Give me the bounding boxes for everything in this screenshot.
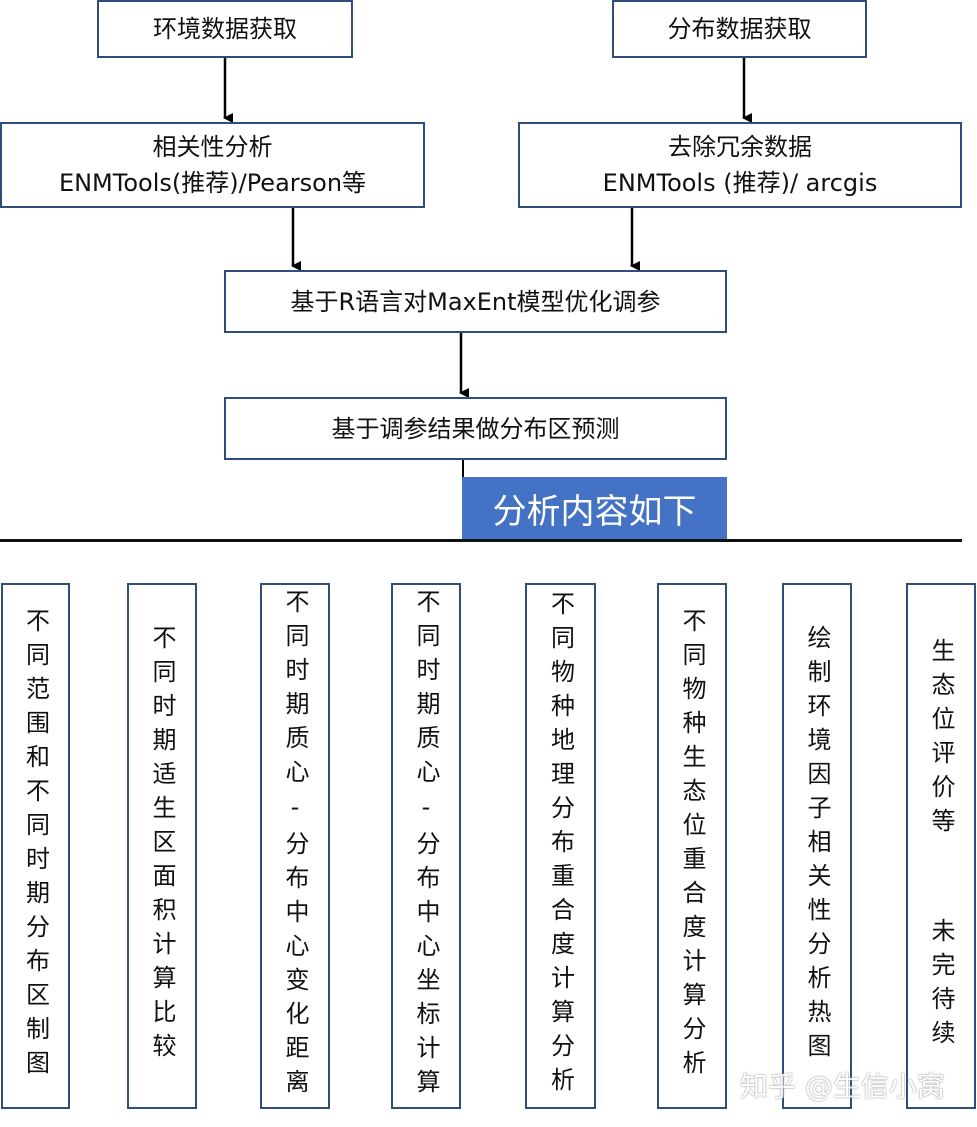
- analysis-text-5: 不同物种地理分布重合度计算分析: [546, 591, 575, 1101]
- analysis-box-6: 不同物种生态位重合度计算分析: [657, 583, 727, 1109]
- analysis-text-4: 不同时期质心-分布中心坐标计算: [412, 589, 440, 1103]
- analysis-box-2: 不同时期适生区面积计算比较: [127, 583, 197, 1109]
- dist-data-box: 分布数据获取: [612, 0, 867, 58]
- analysis-text-7: 绘制环境因子相关性分析热图: [803, 625, 831, 1067]
- analysis-box-5: 不同物种地理分布重合度计算分析: [525, 583, 596, 1109]
- dist-data-label: 分布数据获取: [667, 15, 812, 43]
- banner-label: 分析内容如下: [492, 492, 697, 532]
- analysis-box-4: 不同时期质心-分布中心坐标计算: [391, 583, 461, 1109]
- analysis-box-3: 不同时期质心-分布中心变化距离: [260, 583, 330, 1109]
- analysis-text-2: 不同时期适生区面积计算比较: [148, 625, 176, 1067]
- dedup-box: 去除冗余数据 ENMTools (推荐)/ arcgis: [518, 122, 962, 208]
- correlation-tools: ENMTools(推荐)/Pearson等: [58, 169, 367, 197]
- env-data-box: 环境数据获取: [97, 0, 353, 58]
- analysis-box-1: 不同范围和不同时期分布区制图: [1, 583, 70, 1109]
- prediction-label: 基于调参结果做分布区预测: [331, 414, 620, 443]
- correlation-title: 相关性分析: [152, 133, 273, 161]
- analysis-text-8: 生态位评价等 未完待续: [927, 638, 955, 1054]
- analysis-box-7: 绘制环境因子相关性分析热图: [782, 583, 852, 1109]
- analysis-text-3: 不同时期质心-分布中心变化距离: [281, 589, 309, 1103]
- analysis-box-8: 生态位评价等 未完待续: [906, 583, 976, 1109]
- section-divider: [0, 539, 962, 542]
- analysis-text-6: 不同物种生态位重合度计算分析: [678, 608, 706, 1084]
- dedup-title: 去除冗余数据: [668, 133, 812, 161]
- env-data-label: 环境数据获取: [153, 15, 297, 43]
- prediction-box: 基于调参结果做分布区预测: [224, 397, 727, 460]
- analysis-text-1: 不同范围和不同时期分布区制图: [21, 608, 50, 1084]
- analysis-banner: 分析内容如下: [462, 477, 727, 540]
- tuning-box: 基于R语言对MaxEnt模型优化调参: [224, 270, 727, 333]
- correlation-box: 相关性分析 ENMTools(推荐)/Pearson等: [0, 122, 425, 208]
- tuning-label: 基于R语言对MaxEnt模型优化调参: [290, 287, 661, 316]
- dedup-tools: ENMTools (推荐)/ arcgis: [602, 169, 878, 197]
- watermark: 知乎 @生信小窝: [740, 1070, 945, 1103]
